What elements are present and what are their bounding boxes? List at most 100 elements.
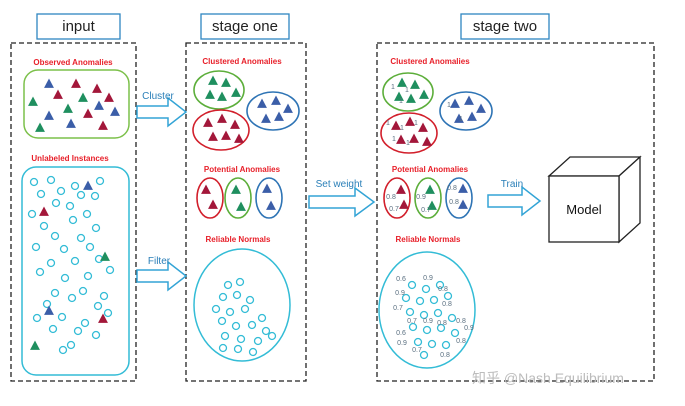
normal-instance-circle — [36, 189, 46, 199]
observed-anomalies-box — [23, 69, 130, 139]
normal-instance-circle — [405, 307, 415, 317]
weight-label: 1 — [447, 102, 451, 109]
reliable-normals-ellipse-stage-two — [378, 251, 476, 369]
green-anomaly-triangle — [425, 184, 435, 194]
filter-arrow-label: Filter — [148, 256, 171, 267]
weight-label: 0.6 — [396, 330, 406, 337]
blue-anomaly-triangle — [44, 78, 54, 88]
normal-instance-circle — [90, 191, 100, 201]
green-anomaly-triangle — [427, 200, 437, 210]
weight-label: 1 — [414, 120, 418, 127]
normal-instance-circle — [48, 324, 58, 334]
set-weight-arrow — [308, 186, 376, 218]
red-anomaly-triangle — [71, 78, 81, 88]
green-anomaly-triangle — [410, 79, 420, 89]
normal-instance-circle — [436, 323, 446, 333]
red-anomaly-triangle — [39, 206, 49, 216]
red-anomaly-triangle — [234, 133, 244, 143]
normal-instance-circle — [218, 343, 228, 353]
normal-instance-circle — [422, 325, 432, 335]
weight-label: 0.9 — [423, 275, 433, 282]
red-anomaly-triangle — [399, 199, 409, 209]
weight-label: 1 — [400, 125, 404, 132]
stage-one-potential-triangles — [201, 183, 276, 211]
blue-anomaly-triangle — [283, 103, 293, 113]
red-anomaly-triangle — [396, 184, 406, 194]
normal-instance-circle — [245, 295, 255, 305]
green-anomaly-triangle — [35, 122, 45, 132]
train-arrow — [487, 185, 542, 217]
normal-instance-circle — [56, 186, 66, 196]
weight-label: 0.8 — [440, 352, 450, 359]
weight-label: 0.9 — [416, 194, 426, 201]
normal-instance-circle — [80, 318, 90, 328]
normal-instance-circle — [433, 308, 443, 318]
normal-instance-circle — [447, 313, 457, 323]
normal-instance-circle — [95, 176, 105, 186]
red-anomaly-triangle — [203, 117, 213, 127]
stage-one-normal-points — [211, 277, 277, 357]
normal-instance-circle — [223, 280, 233, 290]
weight-label: 0.6 — [396, 276, 406, 283]
weight-label: 0.7 — [412, 347, 422, 354]
normal-instance-circle — [60, 273, 70, 283]
red-anomaly-triangle — [422, 136, 432, 146]
weight-label: 0.7 — [389, 206, 399, 213]
normal-instance-circle — [66, 340, 76, 350]
blue-anomaly-triangle — [464, 95, 474, 105]
weight-label: 0.8 — [447, 185, 457, 192]
green-anomaly-triangle — [78, 92, 88, 102]
blue-anomaly-triangle — [44, 305, 54, 315]
blue-anomaly-triangle — [110, 106, 120, 116]
normal-instance-circle — [39, 221, 49, 231]
green-anomaly-triangle — [397, 77, 407, 87]
normal-instance-circle — [218, 292, 228, 302]
normal-instance-circle — [407, 280, 417, 290]
normal-instance-circle — [253, 336, 263, 346]
blue-anomaly-triangle — [467, 111, 477, 121]
normal-instance-circle — [236, 334, 246, 344]
normal-instance-circle — [58, 345, 68, 355]
red-anomaly-triangle — [208, 199, 218, 209]
normal-instance-circle — [408, 322, 418, 332]
normal-instance-circle — [59, 244, 69, 254]
input-title: input — [62, 18, 95, 35]
normal-instance-circle — [450, 328, 460, 338]
normal-instance-circle — [70, 181, 80, 191]
green-anomaly-triangle — [217, 91, 227, 101]
normal-instance-circle — [217, 316, 227, 326]
normal-instance-circle — [85, 242, 95, 252]
weight-label: 0.9 — [395, 290, 405, 297]
model-label: Model — [566, 202, 602, 217]
weight-label: 1 — [386, 120, 390, 127]
potential-anomalies-title-stage-two: Potential Anomalies — [392, 165, 469, 174]
red-anomaly-triangle — [391, 120, 401, 130]
normal-instance-circle — [419, 310, 429, 320]
blue-anomaly-triangle — [266, 200, 276, 210]
blue-anomaly-triangle — [476, 103, 486, 113]
normal-instance-circle — [220, 331, 230, 341]
weight-label: 0.8 — [456, 318, 466, 325]
green-anomaly-triangle — [231, 87, 241, 97]
red-anomaly-triangle — [230, 119, 240, 129]
potential-anomalies-title-stage-one: Potential Anomalies — [204, 165, 281, 174]
reliable-normals-title-stage-two: Reliable Normals — [396, 235, 461, 244]
blue-anomaly-triangle — [261, 113, 271, 123]
normal-instance-circle — [103, 308, 113, 318]
blue-cluster-ellipse — [246, 91, 300, 131]
normal-instance-circle — [83, 271, 93, 281]
normal-instance-circle — [441, 340, 451, 350]
normal-instance-circle — [46, 258, 56, 268]
normal-instance-circle — [443, 291, 453, 301]
normal-instance-circle — [78, 286, 88, 296]
stage-two-panel-frame — [376, 42, 655, 382]
weight-label: 0.7 — [407, 318, 417, 325]
observed-anomalies-triangles — [28, 78, 120, 132]
normal-instance-circle — [76, 190, 86, 200]
normal-instance-circle — [82, 209, 92, 219]
normal-instance-circle — [42, 299, 52, 309]
normal-instance-circle — [76, 233, 86, 243]
normal-instance-circle — [93, 301, 103, 311]
weight-label: 1 — [405, 87, 409, 94]
